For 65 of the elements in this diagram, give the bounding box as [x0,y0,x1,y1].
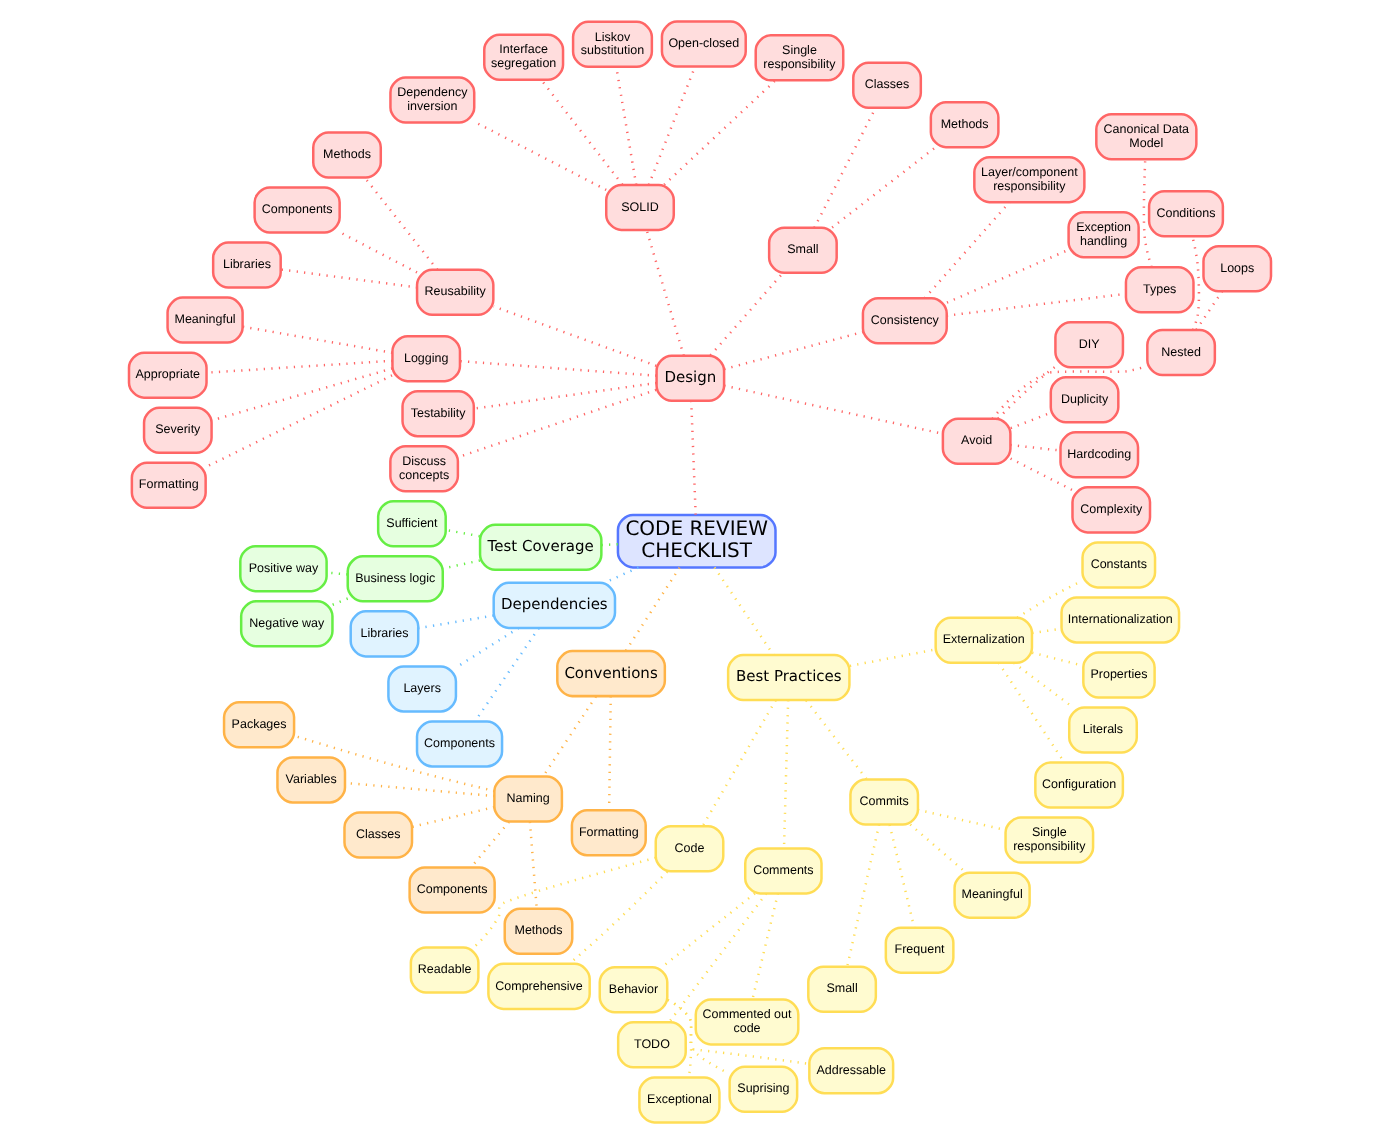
connector [474,627,540,722]
connector [473,381,657,410]
connector [332,597,349,606]
connector [709,272,784,357]
connector [205,374,393,469]
connector [645,229,685,356]
connector [1010,443,1061,452]
connector [411,805,495,829]
connector [615,67,638,185]
connector [888,824,916,928]
connector [845,824,881,967]
connector [604,566,639,584]
connector [668,892,768,1023]
connector [493,305,657,367]
connector [418,614,494,630]
connector [326,571,348,576]
connector [666,999,730,1075]
connector [701,699,777,827]
connector [345,781,495,798]
connector [540,79,624,186]
connector [280,268,418,289]
connector [1010,411,1052,430]
connector [917,808,1006,832]
connector [206,359,393,374]
connector [455,626,520,669]
connector [805,699,868,781]
connector [445,528,480,538]
connector [294,734,495,793]
connector [647,66,697,186]
connector [661,892,756,969]
connector [528,821,538,909]
connector [542,695,597,777]
connector [1191,236,1201,331]
connector [1195,290,1223,331]
connector [997,662,1066,763]
connector [1142,159,1153,268]
connector [997,365,1056,420]
connector [946,248,1069,304]
connector [685,1047,810,1066]
connector [923,201,1011,299]
connector [663,79,776,186]
connector [1013,661,1074,709]
connector [751,893,780,1000]
node-box: CODE REVIEW CHECKLIST [616,513,777,569]
connector [813,107,877,229]
connector [849,648,936,668]
connector [724,384,943,435]
connector [1010,457,1073,491]
connector [713,566,775,656]
connector [457,388,657,459]
connector [473,120,607,191]
connector [724,330,864,371]
connector [470,821,510,869]
connector [473,856,656,949]
connector [459,359,657,377]
connector [831,146,937,229]
connector [363,176,439,271]
connector [339,231,418,274]
connector [242,325,393,354]
connector [946,292,1126,317]
connector [624,566,681,652]
connector [1016,579,1083,619]
connector [568,870,669,965]
connector [909,823,967,874]
connector [1032,627,1062,635]
